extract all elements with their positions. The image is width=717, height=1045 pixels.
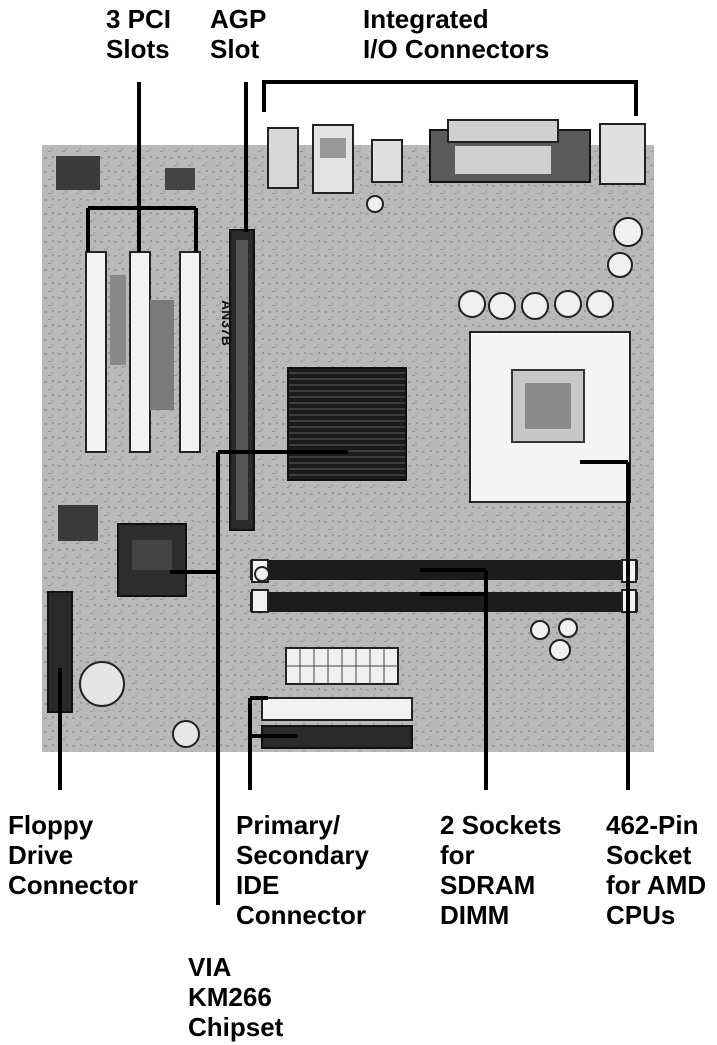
atx-power-connector bbox=[285, 647, 399, 685]
agp-marking: AN37B bbox=[219, 300, 235, 346]
leader-lines bbox=[58, 80, 638, 905]
label-floppy-line3: Connector bbox=[8, 870, 138, 900]
label-sdram-line4: DIMM bbox=[440, 900, 510, 930]
label-floppy-line2: Drive bbox=[8, 840, 74, 870]
label-io-line1: Integrated bbox=[363, 4, 489, 34]
label-sdram-line3: SDRAM bbox=[440, 870, 536, 900]
cpu-socket bbox=[469, 331, 631, 503]
label-socket-line1: 462-Pin bbox=[606, 810, 699, 840]
label-ide-line4: Connector bbox=[236, 900, 366, 930]
label-pci-slots: 3 PCI Slots bbox=[106, 4, 171, 64]
dimm-sockets bbox=[250, 559, 638, 613]
label-pci-line1: 3 PCI bbox=[106, 4, 172, 34]
label-sdram-line2: for bbox=[440, 840, 475, 870]
label-io-line2: I/O Connectors bbox=[363, 34, 550, 64]
buzzer bbox=[172, 720, 200, 748]
label-agp-slot: AGP Slot bbox=[210, 4, 266, 64]
northbridge-heatsink bbox=[287, 367, 407, 481]
bios-chip bbox=[56, 156, 100, 190]
via-chip bbox=[117, 523, 187, 597]
label-via-chipset: VIA KM266 Chipset bbox=[188, 952, 283, 1042]
label-io-connectors: Integrated I/O Connectors bbox=[363, 4, 549, 64]
small-cap-mid bbox=[254, 566, 270, 582]
label-chipset-line1: VIA bbox=[188, 952, 232, 982]
label-socket-line3: for AMD bbox=[606, 870, 707, 900]
label-pci-line2: Slots bbox=[106, 34, 170, 64]
label-ide-connector: Primary/ Secondary IDE Connector bbox=[236, 810, 369, 930]
io-connector-block bbox=[267, 119, 646, 194]
label-cpu-socket: 462-Pin Socket for AMD CPUs bbox=[606, 810, 706, 930]
label-chipset-line2: KM266 bbox=[188, 982, 272, 1012]
label-agp-line2: Slot bbox=[210, 34, 260, 64]
label-socket-line4: CPUs bbox=[606, 900, 676, 930]
small-chip-left bbox=[58, 505, 98, 541]
label-chipset-line3: Chipset bbox=[188, 1012, 284, 1042]
label-ide-line3: IDE bbox=[236, 870, 280, 900]
label-ide-line2: Secondary bbox=[236, 840, 369, 870]
capacitors bbox=[366, 195, 643, 661]
cmos-battery bbox=[79, 661, 125, 707]
label-sdram-line1: 2 Sockets bbox=[440, 810, 562, 840]
label-sdram-sockets: 2 Sockets for SDRAM DIMM bbox=[440, 810, 561, 930]
label-agp-line1: AGP bbox=[210, 4, 267, 34]
pci-slots bbox=[85, 251, 201, 453]
label-floppy-line1: Floppy bbox=[8, 810, 94, 840]
label-floppy-connector: Floppy Drive Connector bbox=[8, 810, 138, 900]
label-ide-line1: Primary/ bbox=[236, 810, 341, 840]
small-chip bbox=[165, 168, 195, 190]
label-socket-line2: Socket bbox=[606, 840, 692, 870]
